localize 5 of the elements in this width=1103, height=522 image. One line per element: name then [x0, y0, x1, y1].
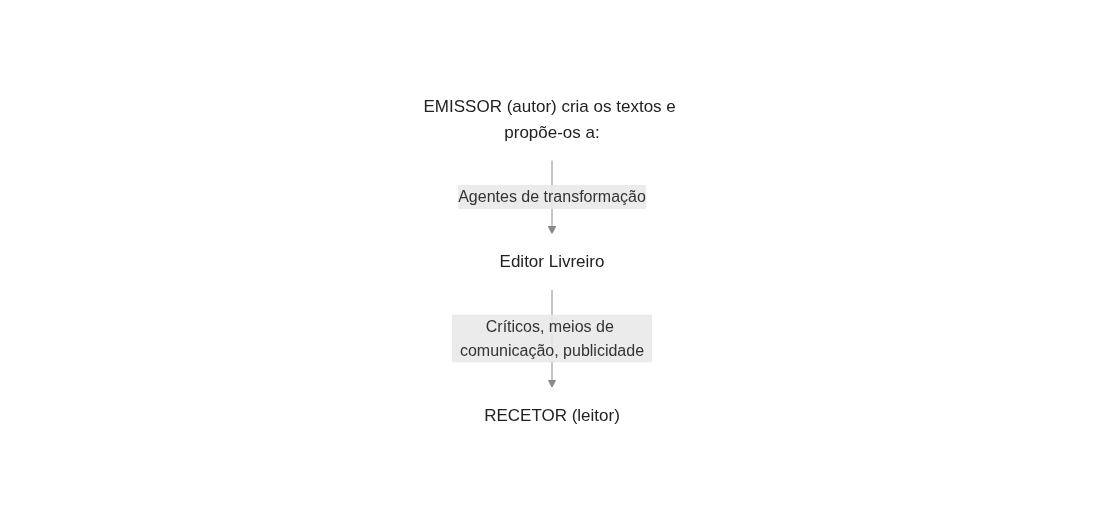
edge-label: Críticos, meios de comunicação, publicidade: [459, 317, 644, 359]
edge-label: Agentes de transformação: [457, 188, 646, 205]
node-text: RECETOR (leitor): [483, 405, 620, 425]
node-text: Editor Livreiro: [499, 252, 604, 271]
node-text: EMISSOR (autor) cria os textos e propõe-os a:: [423, 97, 676, 142]
